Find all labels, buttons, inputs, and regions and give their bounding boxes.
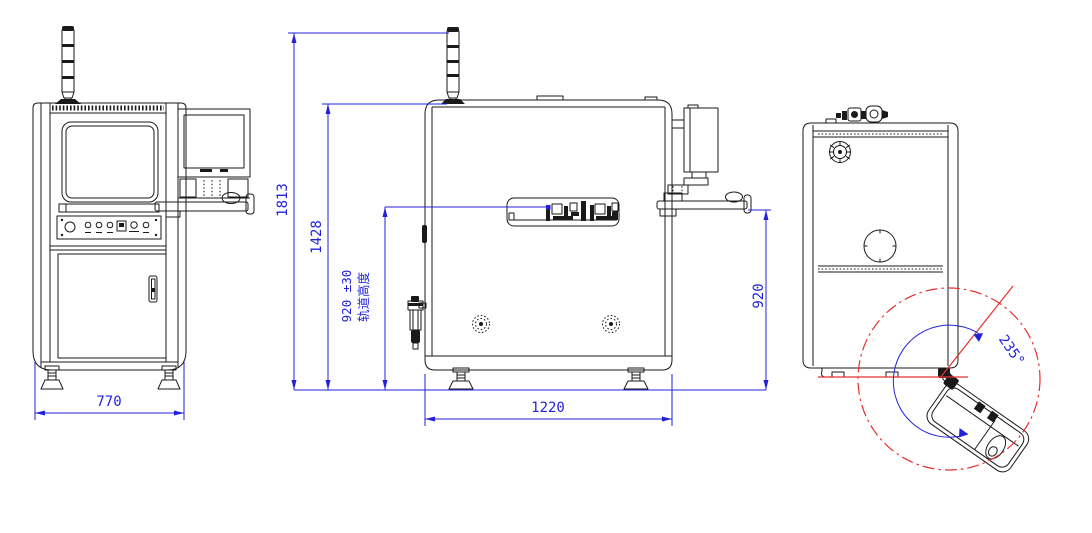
conveyor-slot (506, 197, 620, 227)
dim-tray-height: 920 (748, 209, 771, 390)
monitor (667, 104, 719, 195)
leveling-foot (40, 365, 64, 390)
dim-label-770: 770 (96, 394, 121, 410)
dim-label-rail-height-note: 轨道高度 (356, 272, 371, 323)
monitor-bracket (178, 176, 250, 199)
keyboard-tray-rotated (926, 374, 1030, 473)
leveling-foot (157, 365, 181, 390)
door-handle (148, 275, 158, 303)
signal-tower-icon (836, 105, 888, 123)
dim-rail-height: 920 ±30 轨道高度 (339, 205, 551, 390)
dim-label-1220: 1220 (531, 400, 565, 416)
swivel-range-circle (857, 287, 1041, 471)
dim-label-1428: 1428 (309, 220, 325, 254)
cooling-fan-icon (829, 141, 851, 163)
cabinet-frame (32, 102, 187, 371)
vent-grille (602, 315, 620, 333)
monitor (177, 108, 251, 178)
signal-tower-icon (441, 27, 465, 104)
keyboard-tray (656, 191, 752, 217)
dim-front-width: 770 (34, 362, 185, 420)
side-access-hole (863, 229, 897, 263)
dim-cabinet-height: 1428 (309, 103, 447, 390)
end-view: 235° (802, 105, 1041, 473)
conveyor-fixture (590, 202, 619, 221)
conveyor-fixture (546, 202, 579, 221)
front-rail (58, 203, 160, 213)
swivel-arc (892, 324, 982, 438)
dim-overall-height: 1813 (275, 32, 449, 390)
control-panel (56, 215, 162, 240)
swivel-angle-label: 235° (995, 332, 1027, 369)
viewing-window (61, 121, 159, 203)
cabinet-door (57, 253, 167, 359)
dim-label-920: 920 (751, 283, 767, 308)
keyboard-tray (154, 192, 255, 218)
dimension-annotations: 770 1220 1813 1428 (34, 32, 771, 426)
leveling-foot (623, 367, 649, 390)
front-view (32, 26, 255, 390)
signal-tower-icon (55, 26, 81, 104)
dim-cabinet-width: 1220 (424, 374, 673, 426)
cabinet-body (802, 122, 959, 369)
dim-label-1813: 1813 (275, 183, 291, 217)
dim-label-rail-height: 920 ±30 (339, 270, 354, 323)
vent-grille (472, 315, 490, 333)
swivel-annotation: 235° (818, 285, 1041, 471)
air-filter-regulator (407, 296, 427, 350)
cabinet-body (424, 99, 673, 371)
side-view (407, 27, 752, 390)
emergency-stop-button (64, 221, 76, 233)
leveling-foot (448, 367, 474, 390)
